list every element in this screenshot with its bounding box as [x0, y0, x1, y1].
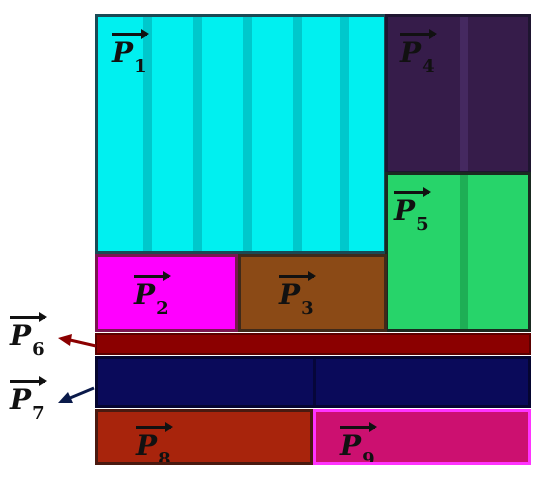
label-p7: P7 [10, 376, 47, 423]
partition-p8: P8 [95, 409, 313, 465]
label-p4: P4 [400, 29, 437, 76]
label-p2: P2 [134, 271, 171, 318]
partition-p3: P3 [238, 254, 387, 332]
partition-p1: P1 [95, 14, 387, 254]
arrow-p6 [58, 334, 97, 348]
label-p3: P3 [279, 271, 316, 318]
label-p6: P6 [10, 312, 47, 359]
label-p5: P5 [394, 187, 431, 234]
label-p1: P1 [112, 29, 149, 76]
partition-p7 [95, 356, 531, 408]
partition-p6 [95, 333, 531, 355]
label-p9: P9 [340, 422, 377, 462]
partition-p2: P2 [95, 254, 238, 332]
partition-p5: P5 [385, 172, 531, 332]
arrow-p7 [58, 386, 95, 403]
partition-p9: P9 [313, 409, 531, 465]
label-p8: P8 [136, 422, 173, 462]
